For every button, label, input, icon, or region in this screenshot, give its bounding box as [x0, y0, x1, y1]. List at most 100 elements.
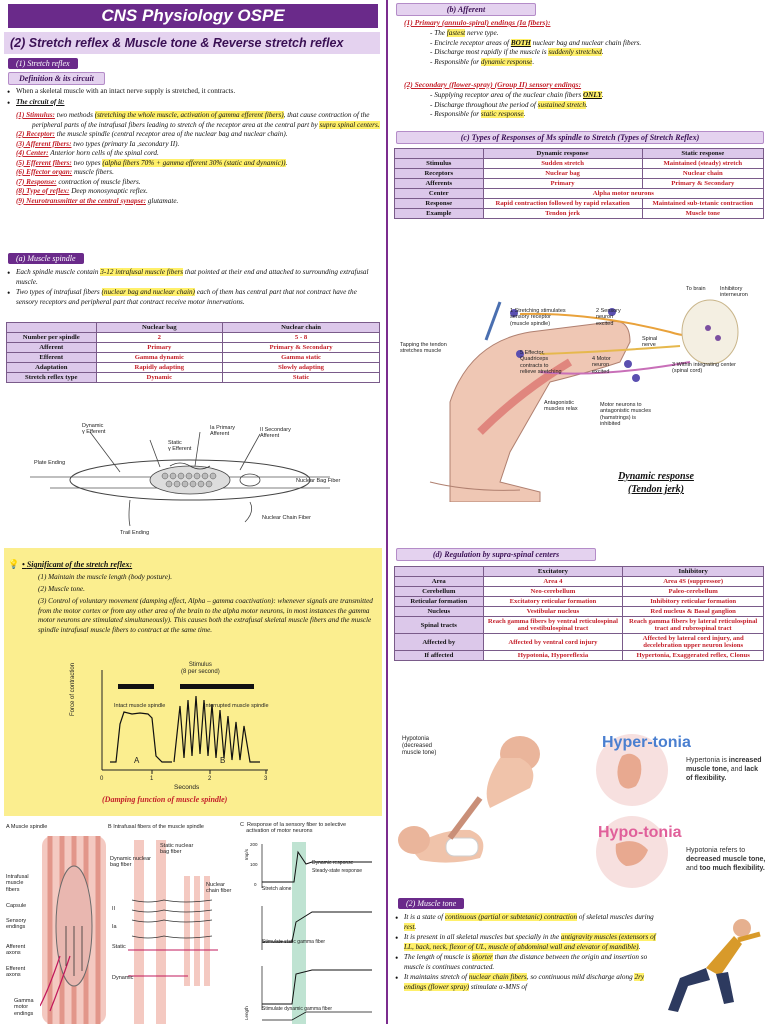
- afferent-item: - Responsible for dynamic response.: [400, 57, 760, 68]
- fig-c-label-static-gamma: Stimulate static gamma fiber: [262, 939, 326, 945]
- circuit-steps: (1) Stimulus: two methods (stretching th…: [6, 111, 380, 206]
- fig-c-tick-200: 200: [250, 842, 258, 847]
- graph-label-b: B: [220, 756, 226, 765]
- table-cell: Receptors: [394, 168, 484, 179]
- hypotonia-description: Hypotonia refers to decreased muscle ton…: [686, 846, 766, 873]
- reflex-label-1: 1 Stretching stimulates sensory receptor…: [510, 308, 566, 327]
- fig-a-label-intrafusal: Intrafusal muscle fibers: [6, 874, 29, 893]
- primary-list: - The fastest nerve type.- Encircle rece…: [400, 29, 760, 67]
- circuit-heading: The circuit of it:: [16, 97, 65, 106]
- afferent-item: - Responsible for static response.: [400, 110, 760, 120]
- fig-c-label-length: Length: [244, 1006, 249, 1020]
- muscle-tone-text: .: [638, 942, 641, 951]
- afferent-item-text: nuclear bag and nuclear chain fibers.: [530, 38, 642, 47]
- muscle-spindle-pill: (a) Muscle spindle: [8, 253, 84, 264]
- fig-a-title: A Muscle spindle: [6, 824, 48, 830]
- afferent-item: - The fastest nerve type.: [400, 29, 760, 39]
- table-header-cell: Inhibitory: [622, 566, 764, 577]
- table-cell: Static: [222, 372, 380, 383]
- table-cell: 2: [95, 332, 224, 343]
- hypo-desc-a: Hypotonia refers to: [686, 847, 746, 854]
- reflex-label-3: 3 Within integrating center (spinal cord…: [672, 362, 736, 375]
- table-cell: Muscle tone: [641, 208, 765, 219]
- table-cell: Rapidly adapting: [95, 362, 224, 373]
- fig-a-label-efferent: Efferent axons: [6, 966, 26, 979]
- table-cell: Adaptation: [6, 362, 97, 373]
- table-cell: Vestibular nucleus: [482, 606, 624, 617]
- table-cell: Reach gamma fibers by ventral reticulosp…: [482, 616, 624, 634]
- muscle-tone-text: .: [414, 922, 417, 931]
- spindle-text-1h: 3-12 intrafusal muscle fibers: [100, 268, 184, 276]
- table-header-cell: Static response: [641, 148, 765, 159]
- circuit-step-key: (2) Receptor:: [16, 130, 55, 138]
- page-title: CNS Physiology OSPE: [8, 4, 378, 28]
- circuit-step-text: Anterior horn cells of the spinal cord.: [48, 149, 159, 157]
- muscle-tone-text: of skeletal muscles during: [577, 913, 654, 921]
- afferent-item-text: - Responsible for: [430, 110, 481, 118]
- tonia-circles-illustration: [596, 734, 668, 888]
- table-cell: Excitatory reticular formation: [482, 596, 624, 607]
- right-column: (b) Afferent (1) Primary (annulo-spiral)…: [390, 0, 768, 1024]
- table-cell: 5 - 8: [222, 332, 380, 343]
- afferent-item: - Discharge throughout the period of sus…: [400, 100, 760, 111]
- definition-text: When a skeletal muscle with an intact ne…: [16, 87, 236, 95]
- significance-item-1: (1) Maintain the muscle length (body pos…: [38, 573, 173, 581]
- muscle-tone-pill: (2) Muscle tone: [398, 898, 465, 909]
- fig-a-label-gamma: Gamma motor endings: [14, 998, 34, 1017]
- muscle-tone-text: nuclear chain fibers: [468, 973, 527, 981]
- table-cell: Affected by ventral cord injury: [482, 633, 624, 651]
- table-cell: Example: [394, 208, 484, 219]
- circuit-bullet: The circuit of it:: [6, 97, 378, 109]
- table-cell: Sudden stretch: [482, 158, 643, 169]
- circuit-step-text: (stretching the whole muscle, activation…: [94, 111, 284, 119]
- fig-a-spindle-drawing: [40, 836, 106, 1024]
- circuit-step: (9) Neurotransmitter at the central syna…: [0, 197, 380, 207]
- circuit-step: (7) Response: contraction of muscle fibe…: [0, 178, 380, 188]
- muscle-tone-text: It is a state of: [404, 913, 445, 921]
- table-cell: Nuclear bag: [482, 168, 643, 179]
- table-cell: Spinal tracts: [394, 616, 484, 634]
- table-cell: Hypotonia, Hyporeflexia: [482, 650, 624, 661]
- circuit-step-text: Deep monosynaptic reflex.: [69, 187, 148, 195]
- muscle-tone-bullet: It is present in all skeletal muscles bu…: [394, 933, 656, 952]
- table-cell: Maintained (steady) stretch: [641, 158, 765, 169]
- spindle-bullet-2: Two types of intrafusal fibers (nuclear …: [6, 288, 380, 307]
- muscle-tone-bullet: It is a state of continuous (partial or …: [394, 913, 656, 932]
- afferent-item-text: .: [523, 110, 526, 118]
- circuit-step-text: glutamate.: [145, 196, 179, 205]
- muscle-tone-text: It is present in all skeletal muscles bu…: [404, 933, 561, 941]
- fig-b-label-ii: II: [112, 906, 116, 912]
- graph-label-a: A: [134, 756, 140, 765]
- hypo-desc-b: decreased muscle tone,: [686, 856, 766, 864]
- afferent-item-text: sustained stretch: [537, 100, 586, 109]
- hyper-desc-c: and: [728, 766, 745, 774]
- damping-caption: (Damping function of muscle spindle): [102, 795, 228, 804]
- circuit-step: (3) Afferent fibers: two types (primary …: [0, 140, 380, 150]
- table-cell: Gamma dynamic: [95, 352, 224, 363]
- table-cell: Afferent: [6, 342, 97, 353]
- table-header-cell: [6, 322, 97, 333]
- table-cell: Number per spindle: [6, 332, 97, 343]
- reflex-label-to-brain: To brain: [686, 286, 706, 292]
- table-cell: Maintained sub-tetanic contraction: [641, 198, 765, 209]
- muscle-tone-text: It maintains stretch of: [404, 973, 469, 981]
- label-trail-ending: Trail Ending: [120, 530, 150, 536]
- afferent-item-text: .: [532, 57, 535, 66]
- circuit-step-key: (4) Center:: [16, 149, 49, 157]
- hypo-desc-d: too much flexibility.: [699, 865, 765, 873]
- circuit-step-text: two methods: [54, 111, 95, 119]
- regulation-pill: (d) Regulation by supra-spinal centers: [396, 548, 596, 561]
- table-header-cell: [394, 148, 484, 159]
- afferent-item-text: - Encircle receptor areas of: [430, 38, 511, 47]
- significance-box: 💡 • Significant of the stretch reflex: (…: [4, 548, 382, 816]
- muscle-tone-text: than the distance between the origin and…: [404, 953, 648, 971]
